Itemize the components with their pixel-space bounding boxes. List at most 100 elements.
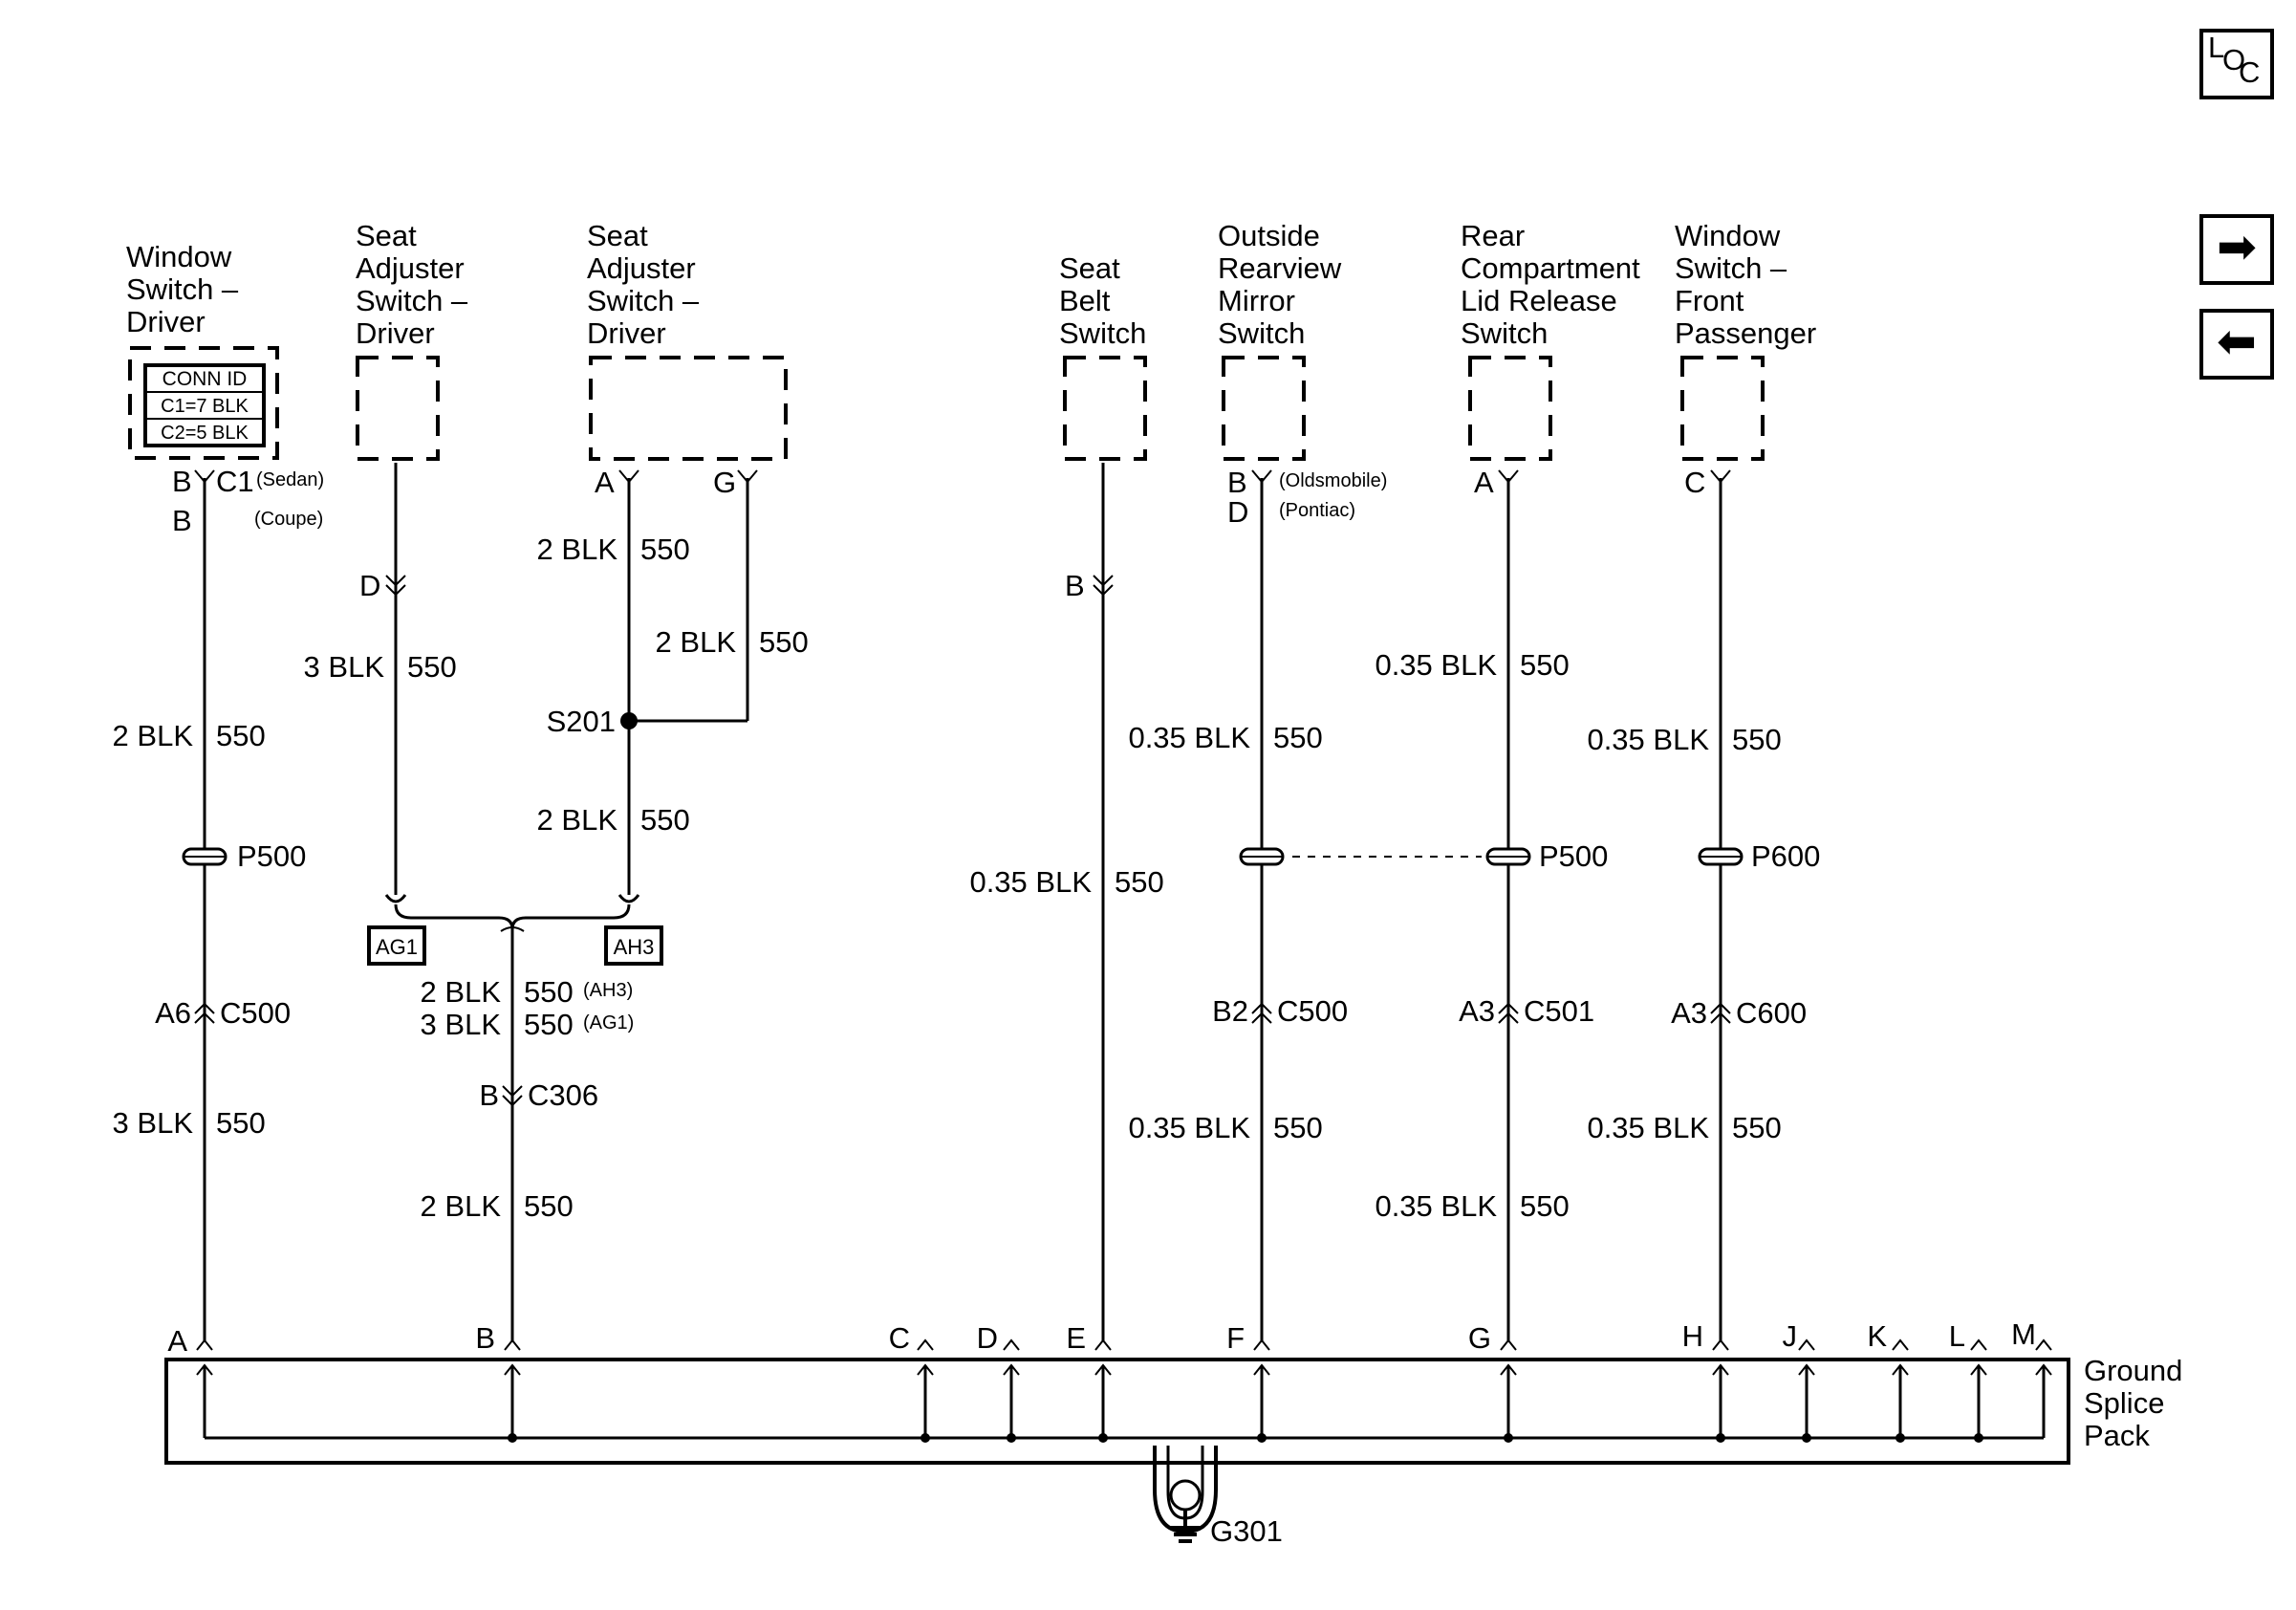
- splice-pin-labels: A B C D E F G H J K L M: [167, 1317, 2036, 1358]
- svg-text:0.35 BLK: 0.35 BLK: [1375, 1189, 1497, 1223]
- svg-text:D: D: [1227, 495, 1248, 529]
- svg-text:Passenger: Passenger: [1675, 316, 1816, 350]
- svg-text:Mirror: Mirror: [1218, 284, 1295, 317]
- svg-text:Splice: Splice: [2084, 1386, 2164, 1420]
- svg-text:C501: C501: [1524, 994, 1594, 1028]
- pin-labels: B C1 (Sedan) B (Coupe) D A G B B (Oldsmo…: [172, 465, 1705, 602]
- svg-text:S201: S201: [547, 705, 616, 738]
- svg-text:(Pontiac): (Pontiac): [1279, 500, 1355, 521]
- svg-text:(Sedan): (Sedan): [256, 469, 324, 490]
- seat-adjuster-driver-1-box: [356, 356, 440, 461]
- svg-text:B: B: [1065, 569, 1085, 602]
- svg-text:A6: A6: [155, 996, 191, 1030]
- svg-text:B: B: [475, 1321, 495, 1355]
- svg-text:G: G: [713, 466, 736, 499]
- svg-text:P600: P600: [1751, 839, 1820, 873]
- svg-text:550: 550: [640, 533, 690, 566]
- svg-text:Switch –: Switch –: [1675, 251, 1787, 285]
- svg-text:550: 550: [1115, 865, 1164, 899]
- svg-text:B: B: [172, 465, 192, 498]
- svg-text:Switch –: Switch –: [356, 284, 468, 317]
- svg-text:0.35 BLK: 0.35 BLK: [1587, 1111, 1709, 1144]
- svg-text:550: 550: [1520, 1189, 1570, 1223]
- svg-text:3 BLK: 3 BLK: [304, 650, 385, 684]
- svg-text:Seat: Seat: [356, 219, 417, 252]
- svg-text:CONN ID: CONN ID: [162, 368, 248, 390]
- prev-page-button[interactable]: ⬅: [2199, 309, 2274, 380]
- ground-icon: [1153, 1446, 1218, 1543]
- next-page-button[interactable]: ➡: [2199, 214, 2274, 285]
- svg-text:Pack: Pack: [2084, 1419, 2150, 1452]
- wire-lines: [203, 463, 1722, 1340]
- connector-labels: P500 P500 P600 A6 C500 B2 C500 A3 C501 A…: [155, 705, 1820, 1112]
- svg-text:Compartment: Compartment: [1461, 251, 1640, 285]
- window-switch-driver-box: [128, 346, 279, 460]
- seat-adjuster-driver-2-box: [589, 356, 788, 461]
- svg-text:Window: Window: [1675, 219, 1781, 252]
- component-seat-belt-switch-title: Seat Belt Switch: [1059, 251, 1146, 350]
- arrow-left-icon: ⬅: [2217, 315, 2257, 368]
- svg-text:550: 550: [1732, 1111, 1782, 1144]
- svg-text:AG1: AG1: [376, 935, 418, 959]
- svg-text:A: A: [595, 466, 615, 499]
- svg-text:0.35 BLK: 0.35 BLK: [1128, 721, 1250, 754]
- svg-text:D: D: [359, 569, 380, 602]
- svg-text:550: 550: [1273, 1111, 1323, 1144]
- svg-text:Switch –: Switch –: [587, 284, 700, 317]
- svg-text:M: M: [2011, 1317, 2036, 1351]
- svg-text:Front: Front: [1675, 284, 1744, 317]
- loc-button[interactable]: L O C: [2199, 29, 2274, 99]
- svg-text:Rearview: Rearview: [1218, 251, 1342, 285]
- svg-text:P500: P500: [237, 839, 306, 873]
- svg-text:C500: C500: [1277, 994, 1348, 1028]
- svg-text:C: C: [1684, 466, 1705, 499]
- svg-text:G: G: [1468, 1321, 1491, 1355]
- rear-compartment-switch-box: [1468, 356, 1552, 461]
- svg-text:Driver: Driver: [587, 316, 666, 350]
- svg-text:C306: C306: [528, 1078, 598, 1112]
- svg-text:Ground: Ground: [2084, 1354, 2182, 1387]
- svg-text:P500: P500: [1539, 839, 1608, 873]
- seat-belt-switch-box: [1063, 356, 1147, 461]
- svg-text:K: K: [1867, 1319, 1887, 1353]
- svg-text:(AH3): (AH3): [583, 980, 633, 1001]
- svg-text:550: 550: [1732, 723, 1782, 756]
- svg-text:Window: Window: [126, 240, 232, 273]
- svg-text:Adjuster: Adjuster: [356, 251, 465, 285]
- svg-text:Switch: Switch: [1059, 316, 1146, 350]
- svg-text:B: B: [172, 504, 192, 537]
- component-window-switch-driver-title: Window Switch – Driver: [126, 240, 239, 338]
- svg-text:Adjuster: Adjuster: [587, 251, 696, 285]
- svg-text:F: F: [1226, 1321, 1245, 1355]
- svg-text:2 BLK: 2 BLK: [537, 803, 618, 837]
- svg-text:Lid Release: Lid Release: [1461, 284, 1617, 317]
- svg-text:2 BLK: 2 BLK: [113, 719, 194, 752]
- svg-text:550: 550: [640, 803, 690, 837]
- outside-mirror-switch-box: [1222, 356, 1306, 461]
- loc-icon-o: O: [2222, 43, 2245, 76]
- svg-text:Seat: Seat: [587, 219, 648, 252]
- window-switch-passenger-box: [1680, 356, 1765, 461]
- svg-text:Rear: Rear: [1461, 219, 1525, 252]
- svg-text:Driver: Driver: [356, 316, 435, 350]
- svg-text:550: 550: [1273, 721, 1323, 754]
- wire-labels: 2 BLK 550 3 BLK 550 3 BLK 550 2 BLK 550 …: [113, 533, 1782, 1223]
- pass-through-symbols: [182, 847, 1744, 866]
- arrow-right-icon: ➡: [2217, 220, 2257, 273]
- svg-text:2 BLK: 2 BLK: [421, 1189, 502, 1223]
- svg-text:2 BLK: 2 BLK: [537, 533, 618, 566]
- svg-text:A: A: [1474, 466, 1494, 499]
- svg-text:C1: C1: [216, 465, 254, 498]
- svg-text:A: A: [167, 1324, 187, 1358]
- svg-text:Outside: Outside: [1218, 219, 1320, 252]
- svg-text:C500: C500: [220, 996, 291, 1030]
- svg-text:550: 550: [524, 1008, 574, 1041]
- svg-text:(Coupe): (Coupe): [254, 509, 323, 530]
- loc-icon-c: C: [2239, 55, 2260, 89]
- component-seat-adjuster-driver-2-title: Seat Adjuster Switch – Driver: [587, 219, 700, 350]
- svg-text:Belt: Belt: [1059, 284, 1111, 317]
- svg-text:3 BLK: 3 BLK: [421, 1008, 502, 1041]
- svg-text:A3: A3: [1459, 994, 1495, 1028]
- svg-text:550: 550: [524, 1189, 574, 1223]
